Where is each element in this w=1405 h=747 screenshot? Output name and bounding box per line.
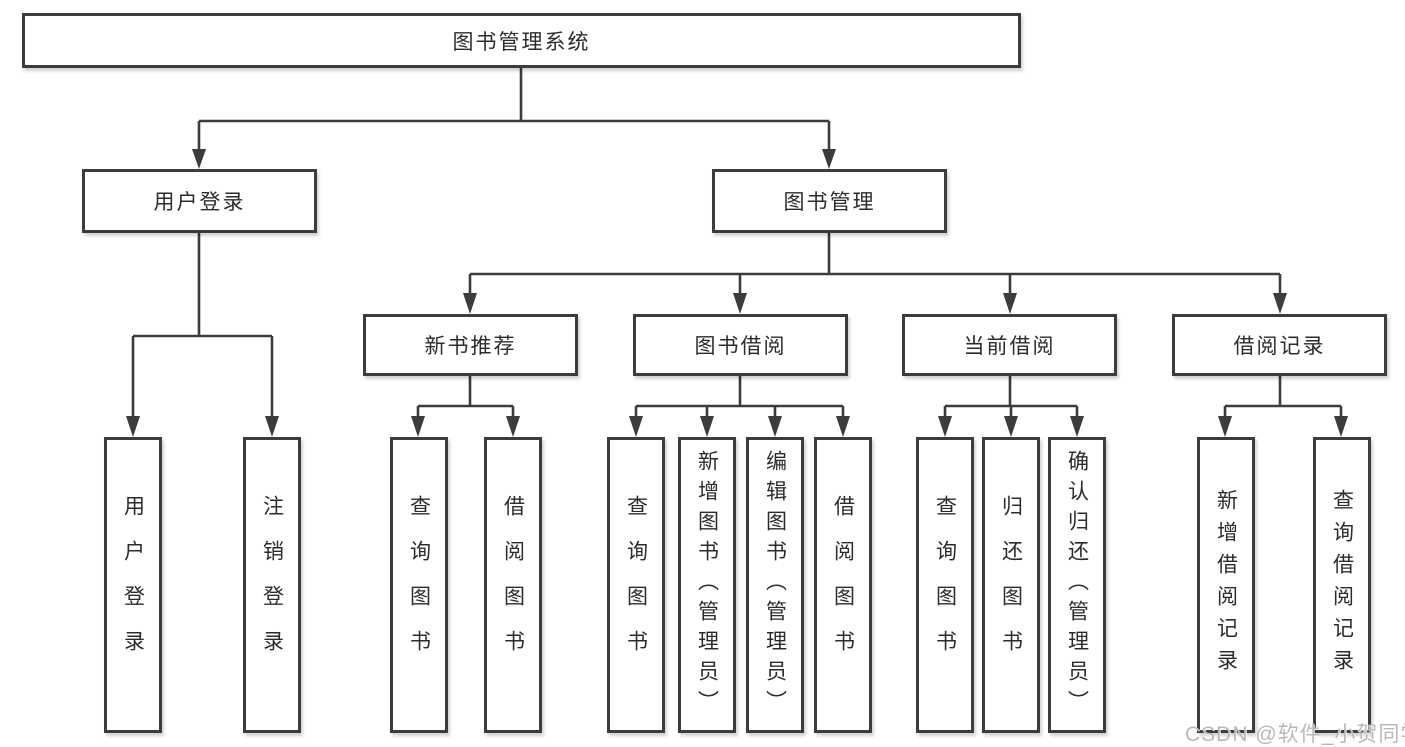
edges-current-borrowing [943,376,1079,420]
leaf-logout: 注销登录 [243,437,301,733]
leaf-add-books-admin-label: 新增图书（管理员） [695,450,719,720]
node-book-management: 图书管理 [712,169,947,233]
leaf-borrow-books-borrowing-label: 借阅图书 [831,495,855,675]
edges-borrowing-records [1223,376,1343,420]
leaf-return-books: 归还图书 [982,437,1040,733]
node-book-borrowing: 图书借阅 [633,314,848,376]
leaf-logout-label: 注销登录 [260,495,284,675]
node-new-book-recommend: 新书推荐 [363,314,578,376]
arrowheads-current-borrowing [938,416,1084,437]
edges-book-borrowing [634,376,845,420]
csdn-watermark: CSDN @软件_小贺同学 [1185,723,1405,746]
node-root: 图书管理系统 [22,13,1021,68]
leaf-query-books-current: 查询图书 [916,437,974,733]
edges-root [197,68,831,152]
leaf-query-books-borrowing-label: 查询图书 [624,495,648,675]
leaf-confirm-return-admin-label: 确认归还（管理员） [1065,450,1089,720]
node-book-borrowing-label: 图书借阅 [694,335,787,358]
leaf-add-books-admin: 新增图书（管理员） [678,437,736,733]
node-current-borrowing-label: 当前借阅 [963,335,1056,358]
leaf-add-borrow-record-label: 新增借阅记录 [1214,489,1238,681]
edges-book-management [468,233,1282,296]
leaf-borrow-books-recommend-label: 借阅图书 [501,495,525,675]
arrowheads-new-book-recommend [411,416,520,437]
leaf-query-books-borrowing: 查询图书 [607,437,665,733]
node-current-borrowing: 当前借阅 [902,314,1117,376]
edges-new-book-recommend [416,376,515,420]
leaf-query-books-current-label: 查询图书 [933,495,957,675]
leaf-edit-books-admin-label: 编辑图书（管理员） [763,450,787,720]
arrowheads-borrowing-records [1218,416,1348,437]
arrowheads-book-borrowing [629,416,850,437]
leaf-add-borrow-record: 新增借阅记录 [1197,437,1255,733]
leaf-query-books-recommend: 查询图书 [390,437,448,733]
arrowheads-root [192,149,836,169]
node-user-login: 用户登录 [82,169,317,233]
edges-user-login [131,233,274,420]
arrowheads-book-management [463,293,1287,314]
leaf-query-borrow-record-label: 查询借阅记录 [1330,489,1354,681]
node-borrowing-records: 借阅记录 [1172,314,1387,376]
leaf-edit-books-admin: 编辑图书（管理员） [746,437,804,733]
node-book-management-label: 图书管理 [783,191,876,214]
leaf-user-login: 用户登录 [104,437,162,733]
leaf-query-books-recommend-label: 查询图书 [407,495,431,675]
node-user-login-label: 用户登录 [153,191,246,214]
node-new-book-recommend-label: 新书推荐 [424,335,517,358]
leaf-borrow-books-recommend: 借阅图书 [484,437,542,733]
leaf-user-login-label: 用户登录 [121,495,145,675]
leaf-confirm-return-admin: 确认归还（管理员） [1048,437,1106,733]
arrowheads-user-login [126,416,279,437]
leaf-return-books-label: 归还图书 [999,495,1023,675]
leaf-borrow-books-borrowing: 借阅图书 [814,437,872,733]
node-borrowing-records-label: 借阅记录 [1233,335,1326,358]
leaf-query-borrow-record: 查询借阅记录 [1313,437,1371,733]
node-root-label: 图书管理系统 [452,30,591,54]
